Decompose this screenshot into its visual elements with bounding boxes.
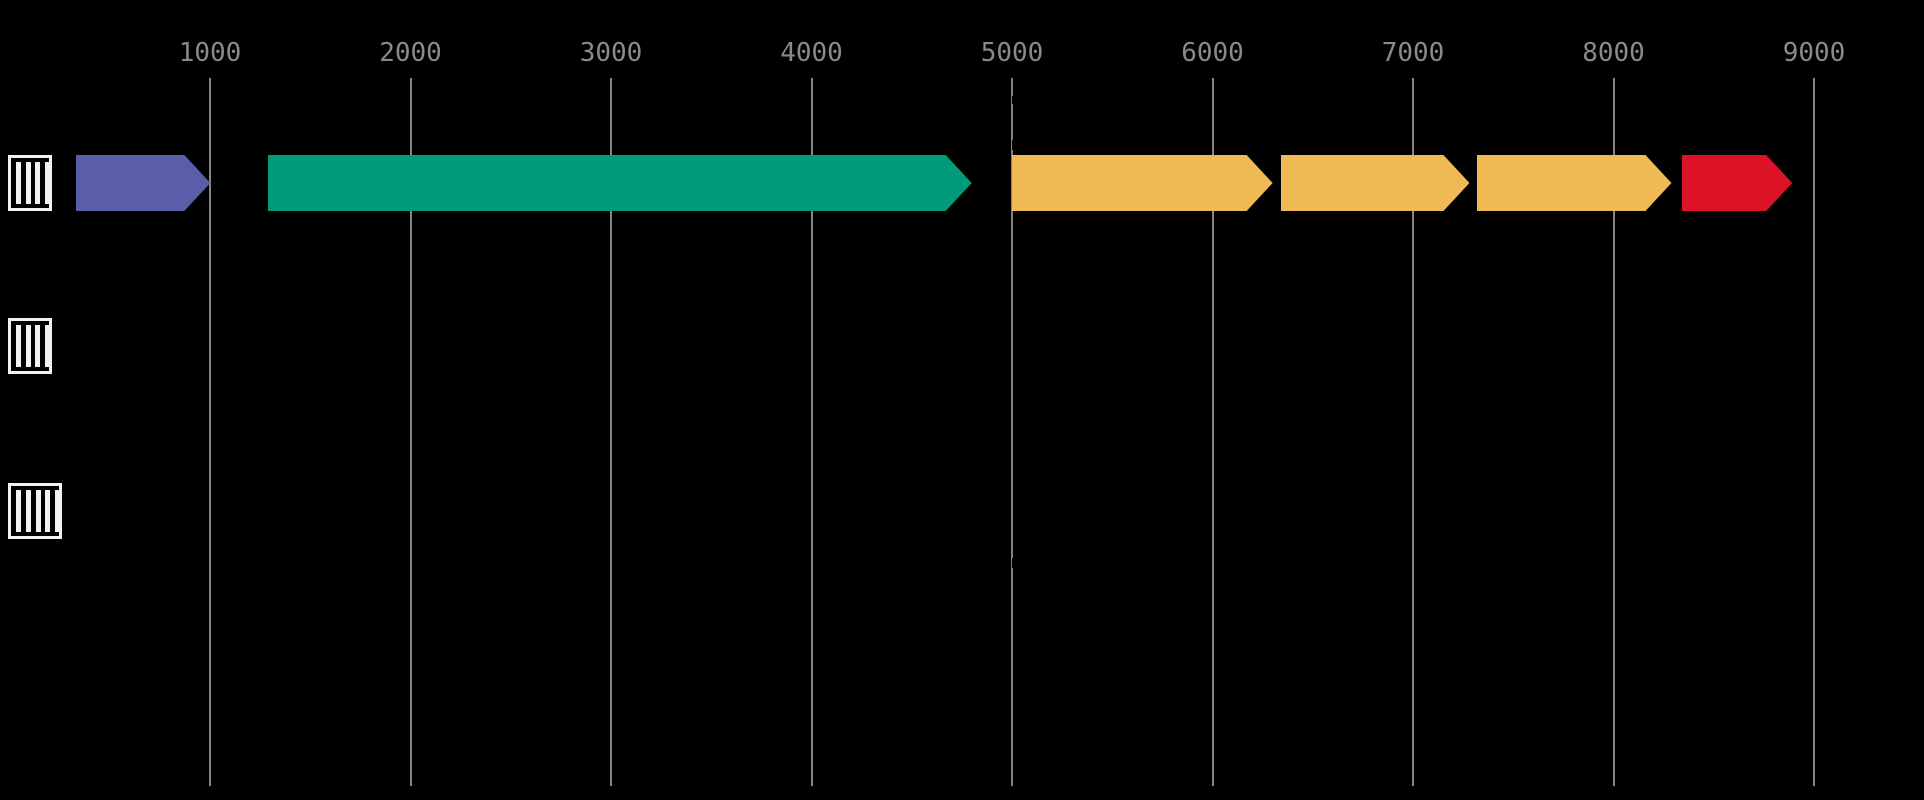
gridline-break — [1012, 558, 1016, 568]
gridline-break — [1012, 140, 1016, 150]
axis-tick-label-6000: 6000 — [1181, 38, 1244, 68]
missing-glyph-icon — [8, 155, 52, 211]
glyph-bar — [16, 325, 22, 367]
axis-tick-label-4000: 4000 — [780, 38, 843, 68]
axis-tick-label-5000: 5000 — [980, 38, 1044, 68]
feature-arrow-shape — [268, 155, 972, 211]
feature-arrow-polygon — [1280, 155, 1470, 211]
glyph-bar — [35, 325, 41, 367]
track-label — [8, 155, 52, 211]
axis-tick-label-3000: 3000 — [579, 38, 643, 68]
axis-tick-label-9000: 9000 — [1782, 38, 1846, 68]
feature-arrow[interactable] — [1280, 155, 1470, 211]
track-row[interactable] — [0, 155, 1924, 211]
axis-tick-label-7000: 7000 — [1381, 38, 1445, 68]
glyph-bar — [35, 490, 41, 532]
glyph-bar — [54, 490, 60, 532]
glyph-bar — [25, 490, 31, 532]
feature-arrow-shape — [75, 155, 210, 211]
glyph-bar — [16, 490, 22, 532]
feature-arrow-polygon — [268, 155, 972, 211]
glyph-bar — [16, 162, 22, 204]
feature-arrow-shape — [1012, 155, 1273, 211]
axis-tick-label-2000: 2000 — [379, 38, 442, 68]
glyph-bar — [25, 325, 31, 367]
glyph-bar — [35, 162, 41, 204]
feature-arrow-polygon — [1477, 155, 1672, 211]
feature-arrow-shape — [1681, 155, 1792, 211]
feature-arrow[interactable] — [1477, 155, 1672, 211]
feature-arrow[interactable] — [268, 155, 972, 211]
axis-tick-label-1000: 1000 — [178, 38, 242, 68]
track-label — [8, 318, 52, 374]
track-label — [8, 483, 62, 539]
axis-tick-label-8000: 8000 — [1582, 38, 1645, 68]
glyph-bar — [45, 490, 51, 532]
feature-arrow[interactable] — [1012, 155, 1273, 211]
glyph-bar — [44, 162, 50, 204]
feature-arrow-shape — [1280, 155, 1470, 211]
feature-arrow[interactable] — [75, 155, 210, 211]
feature-arrow-polygon — [75, 155, 210, 211]
missing-glyph-icon — [8, 483, 62, 539]
track-row[interactable] — [0, 318, 1924, 374]
feature-arrow-shape — [1477, 155, 1672, 211]
feature-arrow-polygon — [1681, 155, 1792, 211]
track-row[interactable] — [0, 483, 1924, 539]
glyph-bar — [25, 162, 31, 204]
feature-arrow-polygon — [1012, 155, 1273, 211]
missing-glyph-icon — [8, 318, 52, 374]
feature-arrow[interactable] — [1681, 155, 1792, 211]
gridline-break — [1012, 96, 1016, 104]
glyph-bar — [44, 325, 50, 367]
